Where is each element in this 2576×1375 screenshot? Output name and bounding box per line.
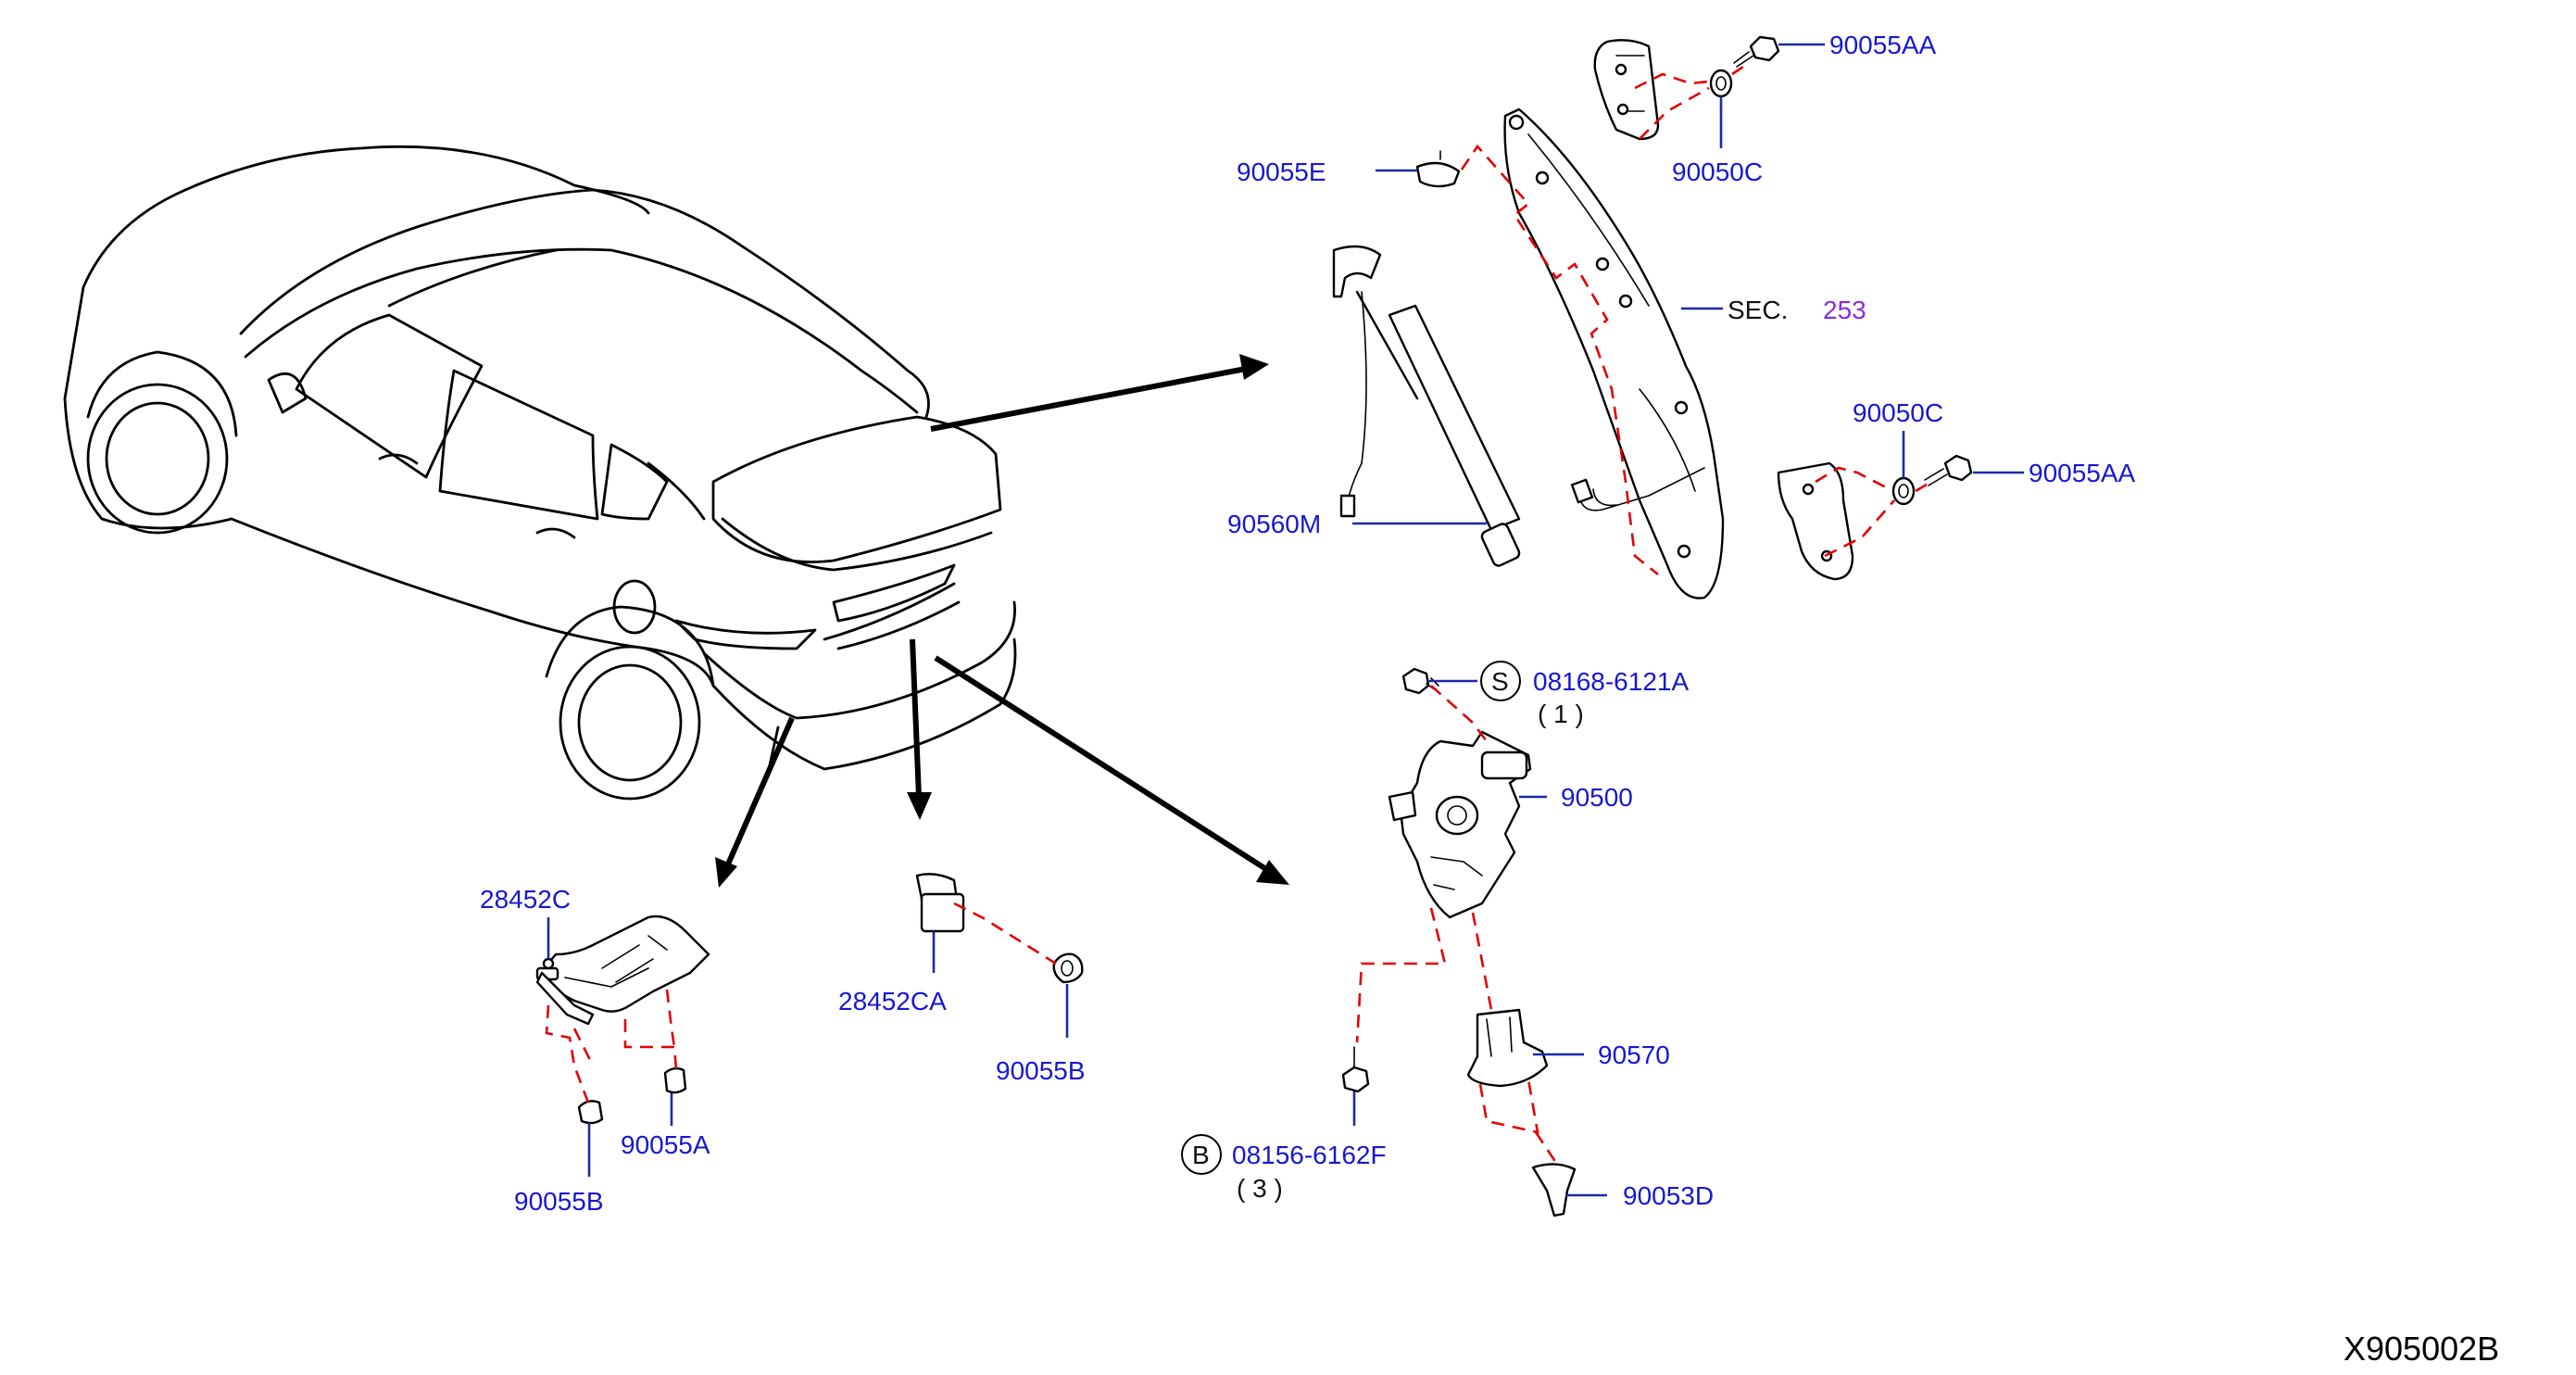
clip-icon bbox=[1415, 161, 1461, 188]
vehicle-illustration bbox=[63, 145, 1017, 801]
reference-arrows bbox=[715, 354, 1289, 888]
callout-labels: 90055AA 90050C 90055E SEC. 253 90050C 90… bbox=[480, 31, 2499, 1368]
callout-clip-a: 90055A bbox=[621, 1130, 710, 1159]
callout-latch: 90500 bbox=[1561, 783, 1633, 812]
callout-bolt-b: 08156-6162F bbox=[1232, 1141, 1387, 1169]
callout-sensor: 28452CA bbox=[838, 987, 947, 1015]
symbol-b: B bbox=[1192, 1141, 1210, 1169]
screw-icon bbox=[1401, 667, 1430, 695]
callout-sensor-bracket: 28452C bbox=[480, 885, 571, 914]
bolt-icon bbox=[1749, 35, 1780, 62]
clip-icon bbox=[577, 1100, 604, 1125]
washer-icon bbox=[1709, 69, 1733, 98]
callout-striker: 90570 bbox=[1598, 1041, 1670, 1069]
clip-icon bbox=[663, 1066, 687, 1094]
striker bbox=[1466, 1008, 1549, 1088]
symbol-b-circle bbox=[1181, 1134, 1222, 1175]
upper-hinge-bracket bbox=[1593, 39, 1660, 141]
callout-bolt-upper: 90055AA bbox=[1829, 31, 1937, 59]
callout-section-number: 253 bbox=[1823, 296, 1866, 324]
callout-washer-lower: 90050C bbox=[1853, 398, 1943, 427]
symbol-s-circle bbox=[1480, 661, 1521, 701]
bumper-rubber bbox=[1531, 1163, 1577, 1217]
clip-icon bbox=[1052, 952, 1084, 984]
diagram-code: X905002B bbox=[2344, 1330, 2499, 1368]
back-door-hinge-strut-group bbox=[1332, 35, 1973, 599]
callout-section: SEC. bbox=[1728, 296, 1788, 324]
callout-screw: 08168-6121A bbox=[1533, 667, 1689, 696]
callout-bolt-b-qty: ( 3 ) bbox=[1237, 1174, 1283, 1203]
bolt-icon bbox=[1341, 1066, 1370, 1093]
callout-screw-qty: ( 1 ) bbox=[1538, 700, 1584, 728]
bolt-icon bbox=[1943, 454, 1973, 482]
washer-icon bbox=[1891, 476, 1916, 506]
callout-washer-upper: 90050C bbox=[1672, 158, 1763, 186]
sensor-bracket-group bbox=[535, 873, 1084, 1125]
back-door-latch-group bbox=[1341, 667, 1577, 1217]
symbol-s: S bbox=[1491, 667, 1509, 696]
callout-bumper-rubber: 90053D bbox=[1623, 1181, 1714, 1210]
gas-strut bbox=[1332, 245, 1521, 567]
leader-lines bbox=[547, 43, 2024, 1197]
callout-clip-b-left: 90055B bbox=[514, 1187, 604, 1216]
sensor-body bbox=[920, 892, 965, 933]
callout-bolt-lower: 90055AA bbox=[2029, 459, 2136, 487]
callout-gas-strut: 90560M bbox=[1227, 510, 1321, 538]
callout-clip-e: 90055E bbox=[1237, 158, 1326, 186]
callout-clip-b-center: 90055B bbox=[996, 1056, 1086, 1085]
